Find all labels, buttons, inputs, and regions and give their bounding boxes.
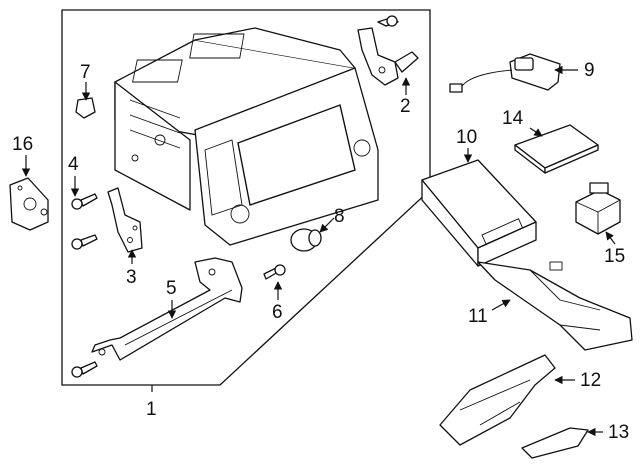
sd-card (514, 124, 599, 174)
callout-10: 10 (456, 127, 477, 148)
callout-14: 14 (502, 108, 524, 129)
console-tray (477, 261, 633, 351)
callout-15: 15 (604, 246, 625, 267)
side-bracket-right (357, 27, 419, 86)
leader-14 (529, 127, 543, 137)
leader-11 (491, 299, 511, 311)
control-module (421, 159, 537, 267)
head-unit-radio (114, 27, 379, 246)
callout-12: 12 (580, 370, 601, 391)
antenna-module (449, 53, 561, 93)
screw-icon (263, 264, 286, 280)
relay-switch (575, 182, 621, 235)
leader-8 (319, 217, 335, 233)
side-bracket-left (107, 187, 143, 253)
mounting-bracket-16 (9, 177, 49, 231)
callout-3: 3 (126, 267, 137, 288)
callout-16: 16 (12, 134, 33, 155)
callout-9: 9 (584, 60, 595, 81)
leader-15 (605, 231, 616, 245)
callout-7: 7 (80, 62, 91, 83)
callout-1: 1 (146, 399, 157, 420)
callout-8: 8 (334, 206, 345, 227)
trim-cover (439, 354, 556, 446)
callout-2: 2 (400, 96, 411, 117)
small-trim-piece (521, 427, 589, 459)
callout-6: 6 (272, 302, 283, 323)
callout-13: 13 (608, 422, 629, 443)
control-knob (290, 228, 322, 252)
lower-mounting-bracket (91, 257, 243, 361)
retaining-clip (75, 97, 96, 119)
assembly-group-frame (61, 9, 431, 386)
screw-icon (71, 234, 98, 250)
callout-4: 4 (68, 154, 79, 175)
screw-icon (71, 193, 98, 210)
callout-5: 5 (166, 278, 177, 299)
screw-icon (71, 361, 98, 378)
callout-11: 11 (468, 306, 488, 327)
screw-icon (377, 15, 399, 27)
